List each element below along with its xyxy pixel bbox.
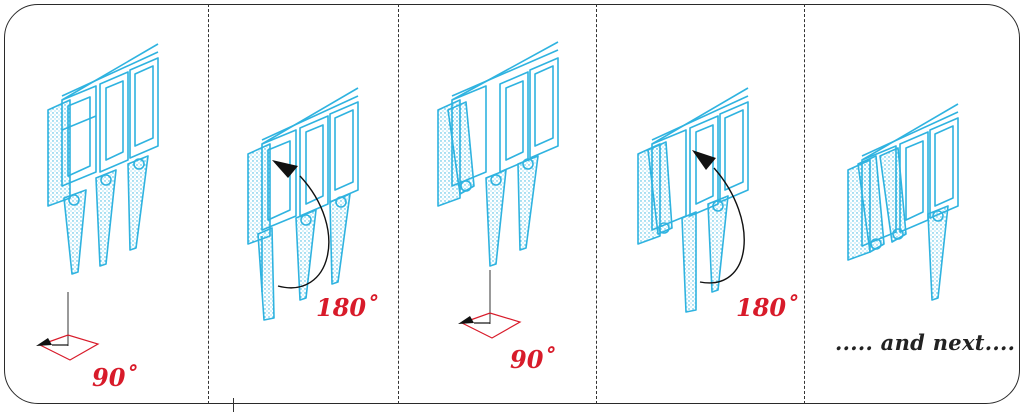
fold-label-180-step4: 180˚ xyxy=(736,293,799,322)
continue-caption: ..... and next.... xyxy=(835,330,1016,355)
step-2-illustration xyxy=(247,87,359,321)
step-5-illustration xyxy=(847,103,959,301)
fold-arrow-2 xyxy=(692,150,745,284)
rotation-indicator-1 xyxy=(36,292,100,361)
panel-divider-4 xyxy=(804,4,805,404)
panel-divider-1 xyxy=(208,4,209,404)
rotation-label-90-step1: 90˚ xyxy=(92,363,138,392)
bottom-tick-mark xyxy=(233,398,234,412)
fold-label-180-step2: 180˚ xyxy=(316,293,379,322)
rotation-label-90-step3: 90˚ xyxy=(510,345,556,374)
step-3-illustration xyxy=(437,41,559,267)
step-4-illustration xyxy=(637,87,749,313)
blade-1 xyxy=(63,189,87,275)
fold-arrow-1 xyxy=(272,160,330,289)
blade-3 xyxy=(127,155,149,251)
panel-divider-2 xyxy=(398,4,399,404)
panel-divider-3 xyxy=(596,4,597,404)
blade-2 xyxy=(95,169,117,267)
step-1-illustration xyxy=(47,43,159,275)
rotation-indicator-2 xyxy=(458,270,522,339)
